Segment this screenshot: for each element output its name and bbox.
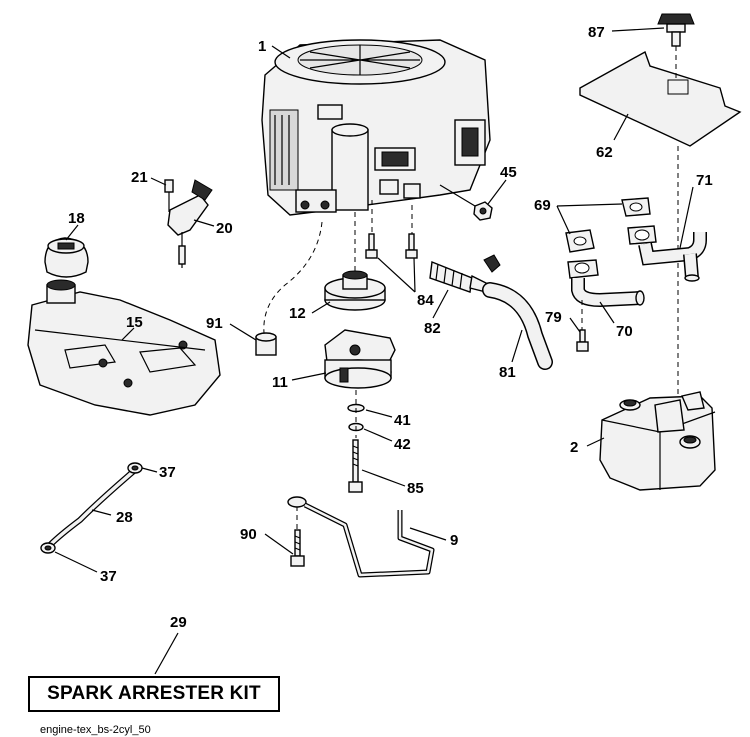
bolt-part-85 [348, 439, 363, 493]
callout-70: 70 [616, 323, 633, 340]
callout-81: 81 [499, 364, 516, 381]
spark-arrester-kit-box: SPARK ARRESTER KIT [28, 676, 280, 712]
pulley-part-12 [324, 270, 386, 311]
nut-part-45 [473, 201, 493, 221]
callout-9: 9 [450, 532, 458, 549]
leader-lines [54, 27, 694, 675]
callout-28: 28 [116, 509, 133, 526]
muffler-part-2 [599, 391, 716, 491]
bolt-part-84-right [405, 233, 418, 259]
callout-20: 20 [216, 220, 233, 237]
callout-69: 69 [534, 197, 551, 214]
exhaust-pipe-part-71 [627, 225, 707, 282]
callout-37-bottom: 37 [100, 568, 117, 585]
spacer-part-91 [255, 332, 277, 356]
fitting-part-82 [429, 254, 501, 293]
callout-42: 42 [394, 436, 411, 453]
callout-71: 71 [696, 172, 713, 189]
callout-1: 1 [258, 38, 266, 55]
callout-41: 41 [394, 412, 411, 429]
callout-84: 84 [417, 292, 434, 309]
bolt-part-79 [576, 329, 589, 352]
callout-45: 45 [500, 164, 517, 181]
exhaust-pipe-part-70 [567, 259, 645, 308]
callout-11: 11 [272, 374, 288, 391]
bolt-part-84-left [365, 233, 378, 259]
fuel-cap-part-18 [44, 237, 89, 278]
callout-87: 87 [588, 24, 605, 41]
rod-part-9 [287, 496, 435, 578]
callout-15: 15 [126, 314, 143, 331]
callout-90: 90 [240, 526, 257, 543]
hose-clamp-part-37-bottom [40, 542, 56, 554]
fuel-tank-part-15 [27, 279, 221, 416]
engine-part-1 [261, 39, 491, 216]
callout-82: 82 [424, 320, 441, 337]
fuel-line-part-28 [47, 467, 137, 548]
callout-18: 18 [68, 210, 85, 227]
diagram-code: engine-tex_bs-2cyl_50 [40, 724, 151, 736]
callout-21: 21 [131, 169, 148, 186]
callout-91: 91 [206, 315, 223, 332]
callout-85: 85 [407, 480, 424, 497]
callout-2: 2 [570, 439, 578, 456]
callout-12: 12 [289, 305, 306, 322]
callout-62: 62 [596, 144, 613, 161]
bolt-part-90 [290, 529, 305, 567]
callout-29: 29 [170, 614, 187, 631]
callout-79: 79 [545, 309, 562, 326]
callout-37-top: 37 [159, 464, 176, 481]
heat-shield-part-62 [579, 50, 742, 147]
bracket-part-20 [164, 179, 213, 268]
clutch-part-11 [324, 329, 396, 389]
hose-clamp-part-37-top [127, 462, 143, 474]
spark-arrester-kit-label: SPARK ARRESTER KIT [47, 683, 261, 704]
knob-part-87 [657, 13, 695, 47]
gasket-part-69 [565, 197, 651, 253]
